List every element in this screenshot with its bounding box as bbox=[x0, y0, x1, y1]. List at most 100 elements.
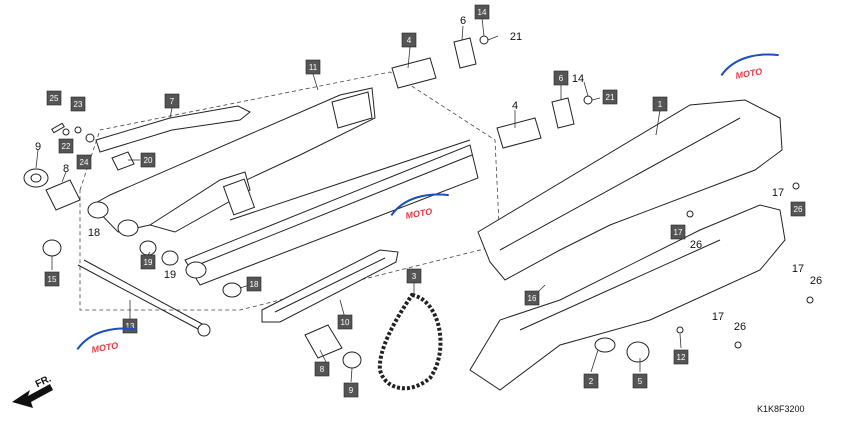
bolt-12 bbox=[676, 326, 684, 334]
callout-number: 2 bbox=[589, 377, 594, 386]
callout-box bbox=[164, 93, 180, 109]
callout-number: 21 bbox=[606, 93, 615, 102]
callout-box bbox=[673, 349, 689, 365]
callout-number: 17 bbox=[712, 311, 724, 323]
callout-box bbox=[343, 382, 359, 398]
callout-number: 26 bbox=[690, 239, 702, 251]
callout-c4a: 4 bbox=[401, 32, 417, 48]
bearing-9-inner bbox=[30, 173, 42, 183]
callout-number: 22 bbox=[62, 142, 71, 151]
callout-c17a: 17 bbox=[772, 187, 784, 199]
callout-c23: 23 bbox=[70, 96, 86, 112]
chain-cover-upper-edge bbox=[499, 117, 741, 251]
chain-cover-lower bbox=[469, 204, 786, 391]
bushing-8-lower bbox=[304, 324, 343, 359]
callout-c15: 15 bbox=[44, 271, 60, 287]
callout-c2: 2 bbox=[583, 373, 599, 389]
callout-c22: 22 bbox=[58, 138, 74, 154]
callout-box bbox=[583, 373, 599, 389]
callout-c7: 7 bbox=[164, 93, 180, 109]
callout-c6b: 6 bbox=[553, 70, 569, 86]
watermark-text-2: MOTO bbox=[91, 340, 119, 355]
callout-number: 4 bbox=[512, 100, 518, 112]
adjuster-6-upper bbox=[453, 37, 477, 69]
callout-box bbox=[406, 268, 422, 284]
bearing-9 bbox=[23, 168, 49, 188]
callout-c14a: 14 bbox=[474, 4, 490, 20]
callout-box bbox=[602, 89, 618, 105]
bolt-26-c bbox=[806, 296, 814, 304]
callout-c26c: 26 bbox=[810, 275, 822, 287]
callout-box bbox=[44, 271, 60, 287]
callout-c13: 13 bbox=[122, 318, 138, 334]
callout-c9a: 9 bbox=[35, 141, 41, 153]
pivot-bolt-head bbox=[197, 323, 211, 337]
watermark-swoosh-icon-2 bbox=[76, 327, 135, 350]
callout-c20: 20 bbox=[140, 152, 156, 168]
callout-c5: 5 bbox=[632, 373, 648, 389]
callout-number: 14 bbox=[478, 8, 487, 17]
callout-number: 9 bbox=[349, 386, 354, 395]
callout-c9b: 9 bbox=[343, 382, 359, 398]
callout-c4b: 4 bbox=[512, 100, 518, 112]
seal-19b bbox=[161, 250, 179, 266]
callout-number: 1 bbox=[658, 100, 663, 109]
callout-box bbox=[401, 32, 417, 48]
callout-number: 25 bbox=[50, 94, 59, 103]
watermark-text-1: MOTO bbox=[735, 66, 763, 81]
watermark-center: MOTO bbox=[390, 193, 449, 221]
callout-number: 21 bbox=[510, 31, 522, 43]
callout-c3: 3 bbox=[406, 268, 422, 284]
callout-box bbox=[76, 154, 92, 170]
callout-c8b: 8 bbox=[314, 361, 330, 377]
callout-c14b: 14 bbox=[572, 73, 584, 85]
callout-box bbox=[553, 70, 569, 86]
callout-number: 26 bbox=[794, 205, 803, 214]
callout-box bbox=[524, 290, 540, 306]
callout-c24: 24 bbox=[76, 154, 92, 170]
chain-slider bbox=[261, 249, 399, 323]
bolt-20 bbox=[111, 151, 135, 171]
callout-number: 26 bbox=[734, 321, 746, 333]
callout-box bbox=[652, 96, 668, 112]
bushing-18 bbox=[222, 282, 242, 298]
callout-number: 24 bbox=[80, 158, 89, 167]
seal-19 bbox=[139, 240, 157, 256]
watermark-left: MOTO bbox=[76, 327, 135, 355]
adjuster-4-upper bbox=[391, 57, 437, 89]
chain-guide bbox=[95, 105, 251, 153]
callout-number: 13 bbox=[126, 322, 135, 331]
callout-c26b: 26 bbox=[690, 239, 702, 251]
callout-box bbox=[70, 96, 86, 112]
swingarm bbox=[87, 87, 479, 286]
callout-number: 6 bbox=[460, 15, 466, 27]
chain-slider-inner bbox=[274, 257, 386, 313]
nut-14-upper bbox=[479, 35, 489, 45]
callout-box bbox=[246, 276, 262, 292]
callout-c18b: 18 bbox=[246, 276, 262, 292]
callout-number: 11 bbox=[309, 63, 318, 72]
drive-chain bbox=[377, 292, 443, 391]
callout-number: 9 bbox=[35, 141, 41, 153]
callout-number: 4 bbox=[407, 36, 412, 45]
callout-box bbox=[46, 90, 62, 106]
callout-c26d: 26 bbox=[734, 321, 746, 333]
callout-c18a: 18 bbox=[88, 227, 100, 239]
callout-number: 14 bbox=[572, 73, 584, 85]
callout-number: 26 bbox=[810, 275, 822, 287]
callout-number: 3 bbox=[412, 272, 417, 281]
callout-c19a: 19 bbox=[140, 254, 156, 270]
callout-box bbox=[790, 201, 806, 217]
callout-number: 20 bbox=[144, 156, 153, 165]
callout-number: 19 bbox=[144, 258, 153, 267]
bolt-26-b bbox=[686, 210, 694, 218]
washer-23 bbox=[74, 126, 82, 134]
chain-cover-lower-inner bbox=[519, 239, 721, 331]
callout-c11: 11 bbox=[305, 59, 321, 75]
adjuster-6-right bbox=[551, 97, 575, 129]
washer-24 bbox=[85, 133, 95, 143]
callout-number: 5 bbox=[638, 377, 643, 386]
callout-number: 17 bbox=[674, 228, 683, 237]
callout-number: 8 bbox=[320, 365, 325, 374]
callout-c8a: 8 bbox=[63, 163, 69, 175]
